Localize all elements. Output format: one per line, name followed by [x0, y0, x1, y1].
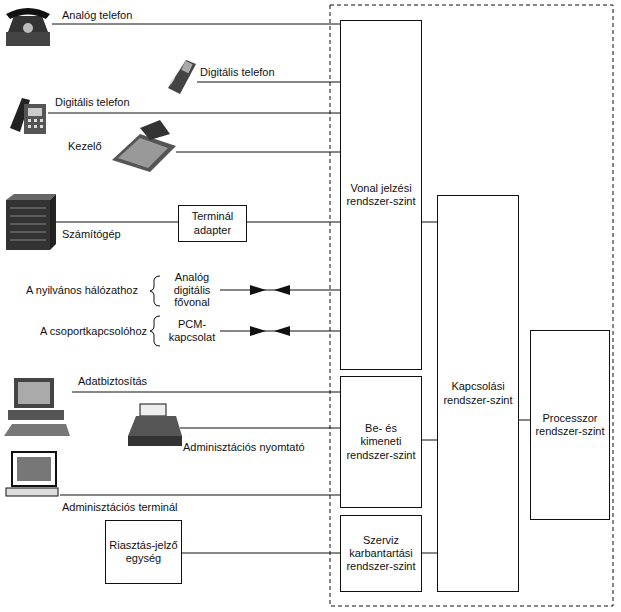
- box-text: Riasztás-jelző egység: [109, 539, 178, 565]
- operator-console-icon: [112, 120, 176, 172]
- brace: [150, 316, 160, 346]
- level-box: Be- és kimeneti rendszer-szint: [340, 376, 422, 508]
- level-box: Kapcsolási rendszer-szint: [437, 195, 519, 592]
- device-label: Analóg telefon: [62, 9, 132, 22]
- digital-phone-icon: [168, 60, 196, 94]
- trunk-label: Analóg digitális fővonal: [166, 271, 218, 309]
- connector-line: [422, 553, 437, 554]
- device-label: Adminisztációs nyomtató: [183, 441, 305, 454]
- box-text: Processzor rendszer-szint: [534, 412, 606, 438]
- pc-icon: [4, 378, 70, 436]
- device-label: Adminisztációs terminál: [62, 501, 178, 514]
- wire: [197, 82, 340, 83]
- connector-line: [182, 553, 340, 554]
- level-box: Processzor rendszer-szint: [530, 330, 610, 520]
- device-label: Kezelő: [68, 140, 102, 153]
- device-label: Adatbiztosítás: [78, 375, 147, 388]
- level-box: Szerviz karbantartási rendszer-szint: [340, 515, 422, 592]
- box-text: Be- és kimeneti rendszer-szint: [344, 422, 418, 462]
- connector-line: [519, 420, 530, 421]
- wire: [180, 428, 340, 429]
- trunk-label: A nyilvános hálózathoz: [26, 284, 138, 297]
- trunk-label: PCM-kapcsolat: [166, 318, 218, 343]
- alarm-box: Riasztás-jelző egység: [105, 520, 182, 584]
- analog-phone-icon: [6, 8, 50, 46]
- trunk-label: A csoportkapcsolóhoz: [40, 325, 147, 338]
- wire: [72, 392, 340, 393]
- device-label: Digitális telefon: [200, 66, 275, 79]
- wire: [52, 24, 340, 25]
- connector-line: [422, 222, 437, 223]
- wire: [60, 495, 340, 496]
- box-text: Kapcsolási rendszer-szint: [441, 380, 515, 406]
- device-label: Számítógép: [62, 228, 121, 241]
- adapter-box: Terminál adapter: [178, 205, 247, 242]
- wire: [176, 152, 340, 153]
- computer-icon: [6, 194, 56, 250]
- arrowheads: [250, 285, 290, 336]
- wire: [52, 222, 178, 223]
- box-text: Vonal jelzési rendszer-szint: [344, 182, 418, 208]
- system-boundary: [330, 5, 613, 606]
- box-text: Szerviz karbantartási rendszer-szint: [344, 534, 418, 574]
- connector-line: [247, 222, 340, 223]
- device-label: Digitális telefon: [55, 96, 130, 109]
- level-box: Vonal jelzési rendszer-szint: [340, 20, 422, 370]
- printer-icon: [128, 404, 182, 446]
- terminal-icon: [6, 452, 58, 496]
- digital-phone-icon: [10, 98, 46, 134]
- box-text: Terminál adapter: [182, 210, 243, 236]
- connector-line: [422, 440, 437, 441]
- wire: [48, 113, 340, 114]
- brace: [150, 276, 160, 306]
